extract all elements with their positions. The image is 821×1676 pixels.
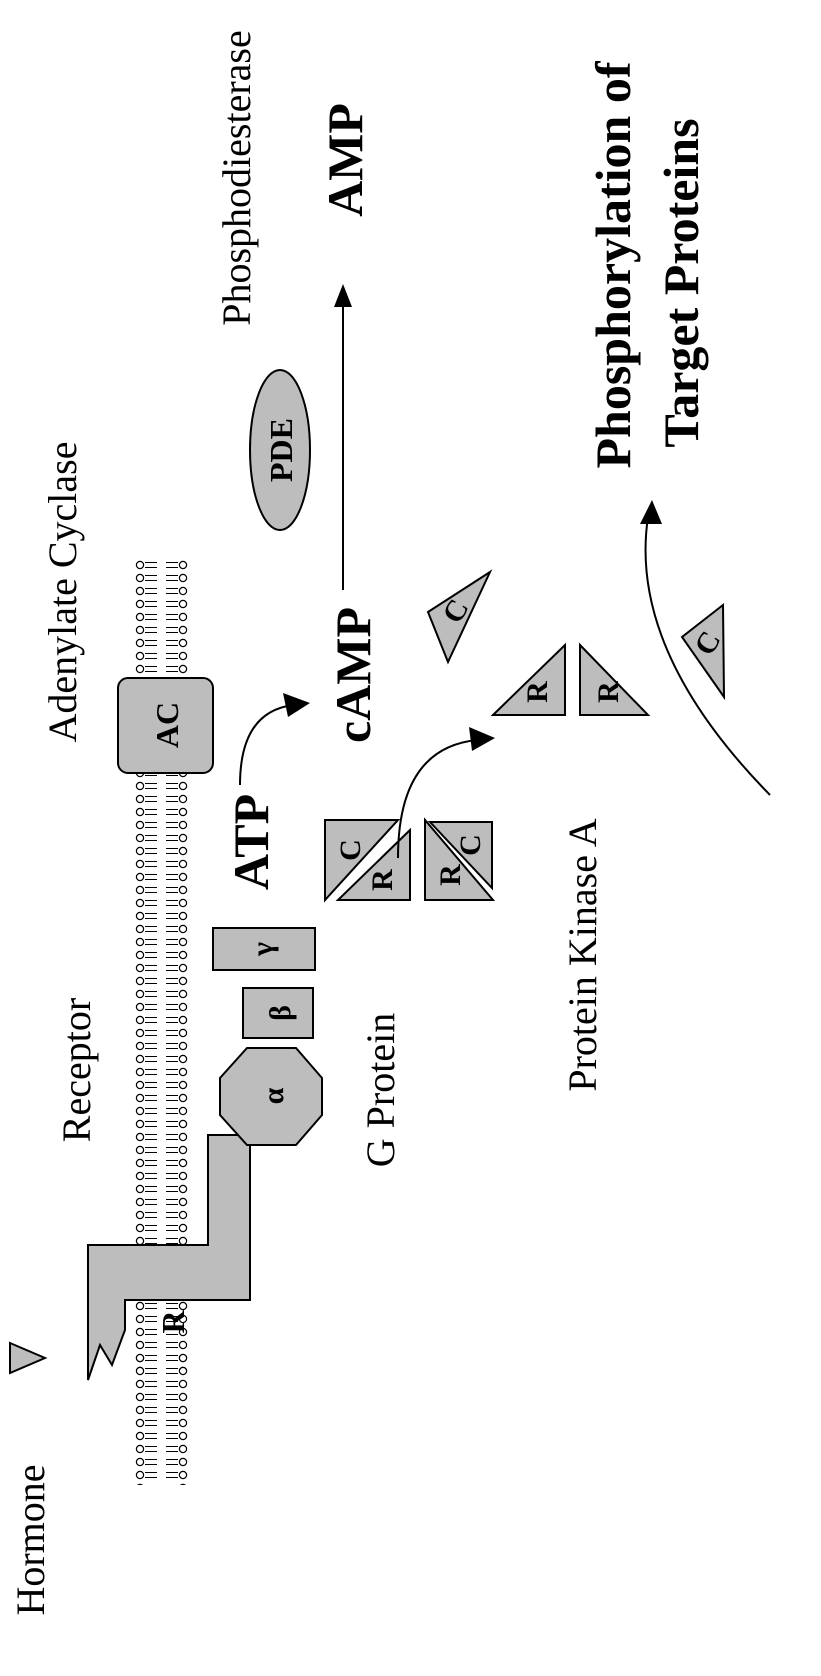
phosphorylation-arrowhead	[640, 500, 662, 524]
phosphodiesterase-label: Phosphodiesterase	[214, 30, 259, 326]
pka-activation-arrowhead	[469, 727, 495, 751]
receptor-label: Receptor	[54, 998, 99, 1142]
atp-to-camp-arrowhead	[283, 693, 310, 717]
pde-label: PDE	[263, 418, 299, 482]
atp-label: ATP	[223, 794, 279, 890]
hormone-label: Hormone	[8, 1464, 53, 1615]
pka-holo-c-top-label: C	[334, 839, 367, 861]
membrane-segment-top	[135, 560, 188, 685]
pka-released-r1-label: R	[521, 681, 554, 703]
phosphorylation-label-line2: Target Proteins	[653, 118, 709, 447]
pka-released-r2-label: R	[592, 681, 625, 703]
g-beta-label: β	[264, 1005, 297, 1021]
amp-label: AMP	[317, 103, 373, 217]
adenylate-cyclase-label: Adenylate Cyclase	[40, 442, 85, 743]
hormone-triangle	[10, 1343, 45, 1373]
pka-holo-r-top-label: R	[366, 869, 399, 891]
g-gamma-label: γ	[246, 942, 279, 957]
receptor-r-label: R	[155, 1310, 191, 1334]
adenylate-cyclase-ac-label: AC	[149, 702, 185, 748]
pka-holo-r-bottom-label: R	[434, 864, 467, 886]
pka-holo-c-bottom-label: C	[454, 834, 487, 856]
membrane-segment-bottom	[135, 1355, 188, 1485]
camp-to-amp-arrowhead	[334, 284, 352, 307]
pka-released-regulatory-2	[580, 645, 648, 715]
phosphorylation-label-line1: Phosphorylation of	[585, 60, 641, 468]
g-alpha-label: α	[257, 1087, 290, 1104]
atp-to-camp-arrow	[240, 705, 293, 785]
camp-label: cAMP	[325, 607, 381, 743]
g-protein-label: G Protein	[358, 1013, 403, 1167]
protein-kinase-a-label: Protein Kinase A	[560, 818, 605, 1091]
pka-released-regulatory-1	[493, 645, 565, 715]
